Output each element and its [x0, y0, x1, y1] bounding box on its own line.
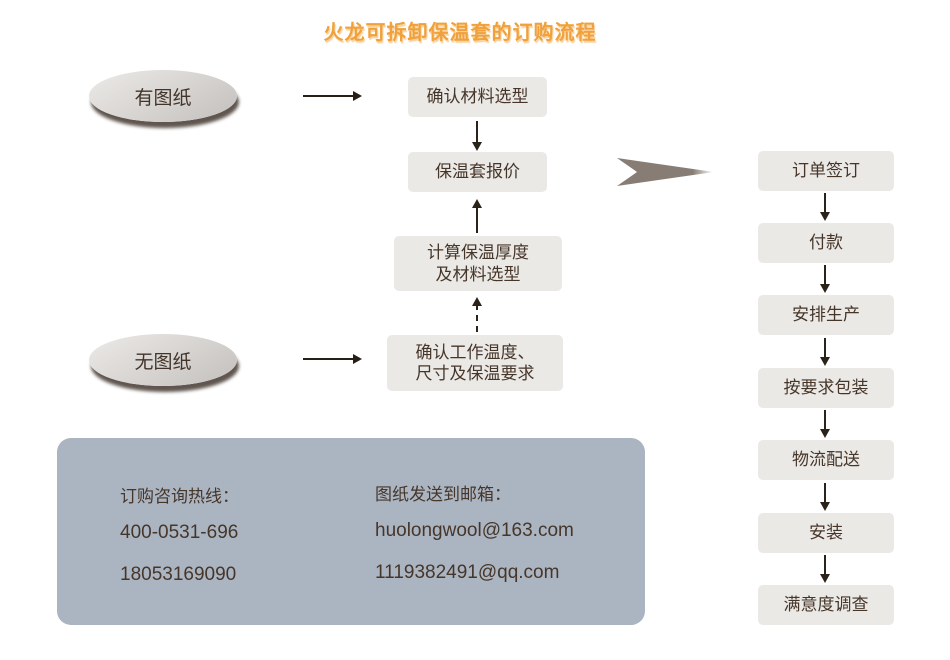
hotline-phone-2: 18053169090 — [120, 564, 237, 585]
big-arrow-icon — [617, 158, 714, 186]
flow-step-label: 满意度调查 — [783, 595, 869, 615]
flow-step-label: 尺寸及保温要求 — [415, 364, 535, 383]
arrow-down-icon — [819, 410, 831, 438]
flow-step-label: 安排生产 — [792, 305, 860, 325]
arrow-down-icon — [819, 193, 831, 221]
branch-has-drawing-label: 有图纸 — [134, 87, 192, 109]
email-label: 图纸发送到邮箱： — [375, 485, 511, 504]
flow-step-label: 安装 — [809, 523, 843, 543]
hotline-phone-1: 400-0531-696 — [120, 522, 239, 543]
flow-step-installation: 安装 — [758, 513, 894, 553]
arrow-down-icon — [819, 555, 831, 583]
flow-step-packaging: 按要求包装 — [758, 368, 894, 408]
arrow-up-dashed-icon — [471, 297, 483, 332]
arrow-up-icon — [471, 199, 483, 233]
flow-step-label: 计算保温厚度 — [427, 243, 529, 263]
email-address-1: huolongwool@163.com — [375, 520, 574, 541]
flow-step-logistics: 物流配送 — [758, 440, 894, 480]
flow-step-satisfaction-survey: 满意度调查 — [758, 585, 894, 625]
arrow-down-icon — [819, 265, 831, 293]
contact-panel: 订购咨询热线： 400-0531-696 18053169090 图纸发送到邮箱… — [57, 438, 645, 625]
flow-step-calc-thickness: 计算保温厚度 及材料选型 — [394, 236, 562, 291]
flow-step-label: 订单签订 — [792, 161, 860, 181]
flow-step-arrange-production: 安排生产 — [758, 295, 894, 335]
arrow-down-icon — [819, 338, 831, 366]
email-address-2: 1119382491@qq.com — [375, 562, 560, 583]
branch-no-drawing: 无图纸 — [89, 334, 237, 386]
flow-step-label: 确认材料选型 — [426, 87, 529, 107]
flow-step-label: 按要求包装 — [783, 378, 869, 398]
flow-step-label: 物流配送 — [792, 450, 860, 470]
flow-step-label: 付款 — [809, 233, 843, 253]
flow-step-label: 确认工作温度、 — [415, 342, 535, 362]
flow-step-payment: 付款 — [758, 223, 894, 263]
branch-no-drawing-label: 无图纸 — [134, 351, 192, 373]
arrow-right-icon — [303, 91, 362, 101]
flow-step-label: 及材料选型 — [435, 264, 521, 284]
flow-step-label: 保温套报价 — [435, 162, 520, 182]
flow-step-confirm-conditions: 确认工作温度、 尺寸及保温要求 — [387, 335, 563, 391]
flow-step-quotation: 保温套报价 — [408, 152, 547, 192]
arrow-down-icon — [819, 483, 831, 511]
arrow-right-icon — [303, 354, 362, 364]
hotline-label: 订购咨询热线： — [120, 487, 239, 506]
page-title: 火龙可拆卸保温套的订购流程 — [323, 22, 597, 44]
flow-step-order-signing: 订单签订 — [758, 151, 894, 191]
branch-has-drawing: 有图纸 — [89, 70, 237, 122]
arrow-down-icon — [471, 121, 483, 151]
flow-step-confirm-material: 确认材料选型 — [408, 77, 547, 117]
